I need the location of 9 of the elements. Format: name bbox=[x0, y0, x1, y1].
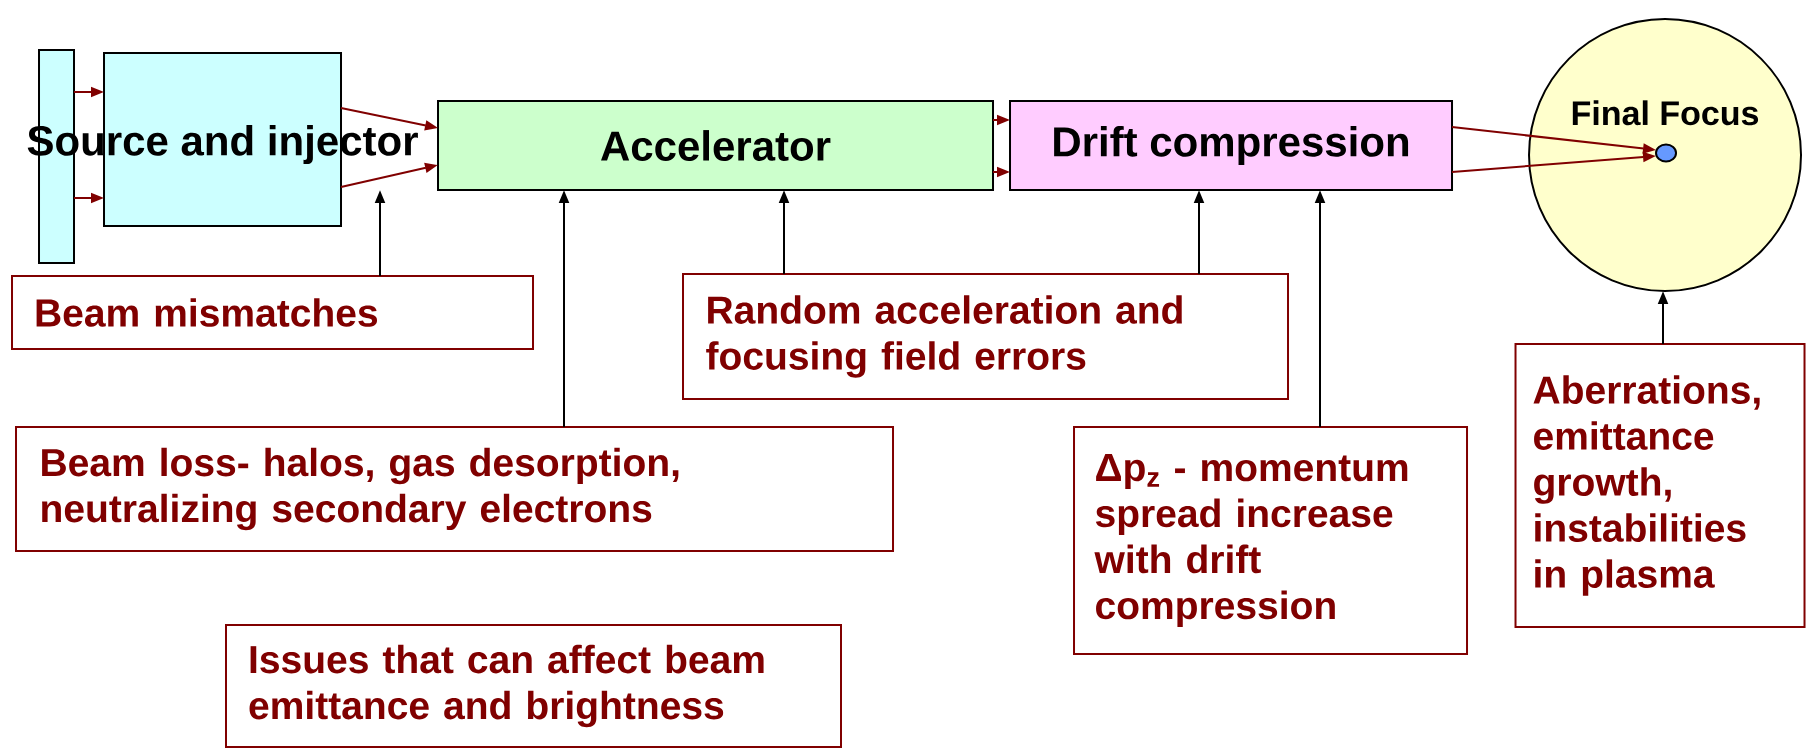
issue-box: Beam mismatches bbox=[11, 275, 534, 350]
issue-box: Δp$_{z}$ - momentum spread increase with drift compression bbox=[1073, 426, 1468, 655]
process-box: Drift compression bbox=[1009, 100, 1453, 191]
process-box: Accelerator bbox=[437, 100, 994, 191]
caption-box: Issues that can affect beam emittance and brightness bbox=[225, 624, 842, 748]
issue-box: Aberrations, emittance growth, instabilities in plasma bbox=[1514, 343, 1806, 628]
focal-spot bbox=[1655, 143, 1677, 163]
issue-box: Random acceleration and focusing field errors bbox=[682, 273, 1289, 400]
issue-box: Beam loss- halos, gas desorption, neutralizing secondary electrons bbox=[15, 426, 894, 552]
